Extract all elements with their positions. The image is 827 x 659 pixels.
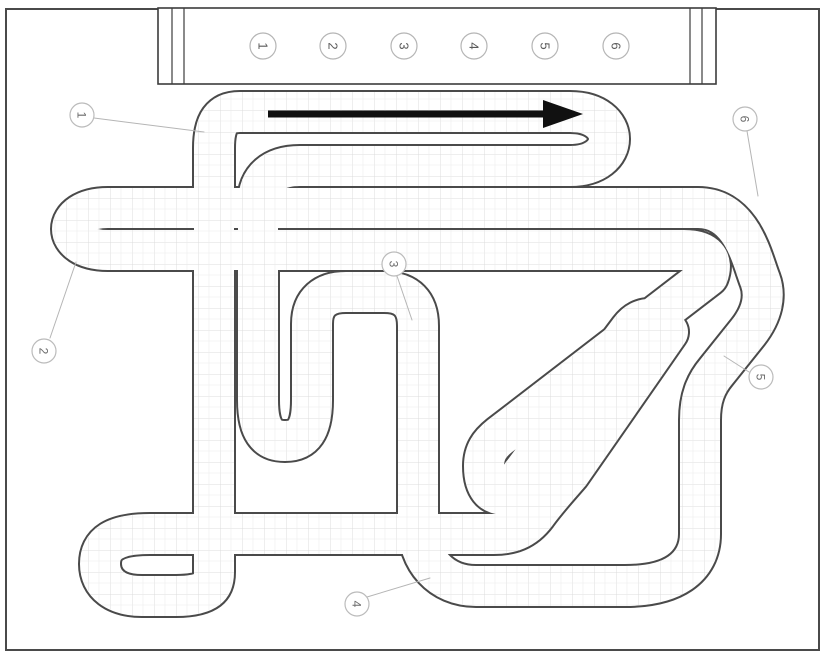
grid-slot-circle-2	[319, 32, 347, 60]
callout-line-2	[49, 261, 77, 339]
grid-slot-5: 5	[531, 32, 559, 60]
callout-5: 5	[723, 355, 774, 390]
callout-1: 1	[69, 102, 205, 133]
grid-slot-2: 2	[319, 32, 347, 60]
callout-circle-6	[732, 106, 758, 132]
grid-slot-circle-3	[390, 32, 418, 60]
grid-slot-3: 3	[390, 32, 418, 60]
track-grid-texture	[52, 92, 783, 616]
grid-slot-label-4: 4	[467, 42, 482, 49]
grid-slot-circle-1	[249, 32, 277, 60]
grid-slot-label-5: 5	[538, 42, 553, 49]
callout-6: 6	[732, 106, 759, 197]
callout-label-4: 4	[350, 601, 364, 608]
start-grid-band: 1 2 3 4 5 6	[157, 7, 717, 85]
grid-slot-circle-6	[602, 32, 630, 60]
grid-slot-4: 4	[460, 32, 488, 60]
grid-slot-6: 6	[602, 32, 630, 60]
grid-slot-label-3: 3	[397, 42, 412, 49]
callout-circle-2	[31, 338, 57, 364]
callout-label-1: 1	[75, 112, 89, 119]
callout-circle-4	[344, 591, 370, 617]
callout-circle-5	[748, 364, 774, 390]
callout-line-6	[746, 130, 759, 197]
grid-slot-1: 1	[249, 32, 277, 60]
grid-slot-label-6: 6	[609, 42, 624, 49]
callout-label-5: 5	[754, 374, 768, 381]
callout-3: 3	[381, 251, 413, 321]
callout-line-4	[366, 577, 431, 598]
callouts: 1 2 3 4 5 6	[31, 102, 774, 617]
direction-arrow	[268, 100, 583, 128]
grid-slot-label-1: 1	[256, 42, 271, 49]
callout-label-2: 2	[37, 348, 51, 355]
track	[50, 90, 785, 618]
callout-label-3: 3	[387, 261, 401, 268]
start-grid-band-frame	[157, 7, 717, 85]
callout-circle-3	[381, 251, 407, 277]
callout-label-6: 6	[738, 116, 752, 123]
grid-slot-circle-5	[531, 32, 559, 60]
callout-2: 2	[31, 261, 77, 364]
grid-slot-label-2: 2	[326, 42, 341, 49]
callout-circle-1	[69, 102, 95, 128]
callout-line-1	[93, 117, 205, 133]
callout-4: 4	[344, 577, 431, 617]
grid-slot-circle-4	[460, 32, 488, 60]
callout-line-5	[723, 355, 750, 373]
callout-line-3	[396, 275, 413, 321]
